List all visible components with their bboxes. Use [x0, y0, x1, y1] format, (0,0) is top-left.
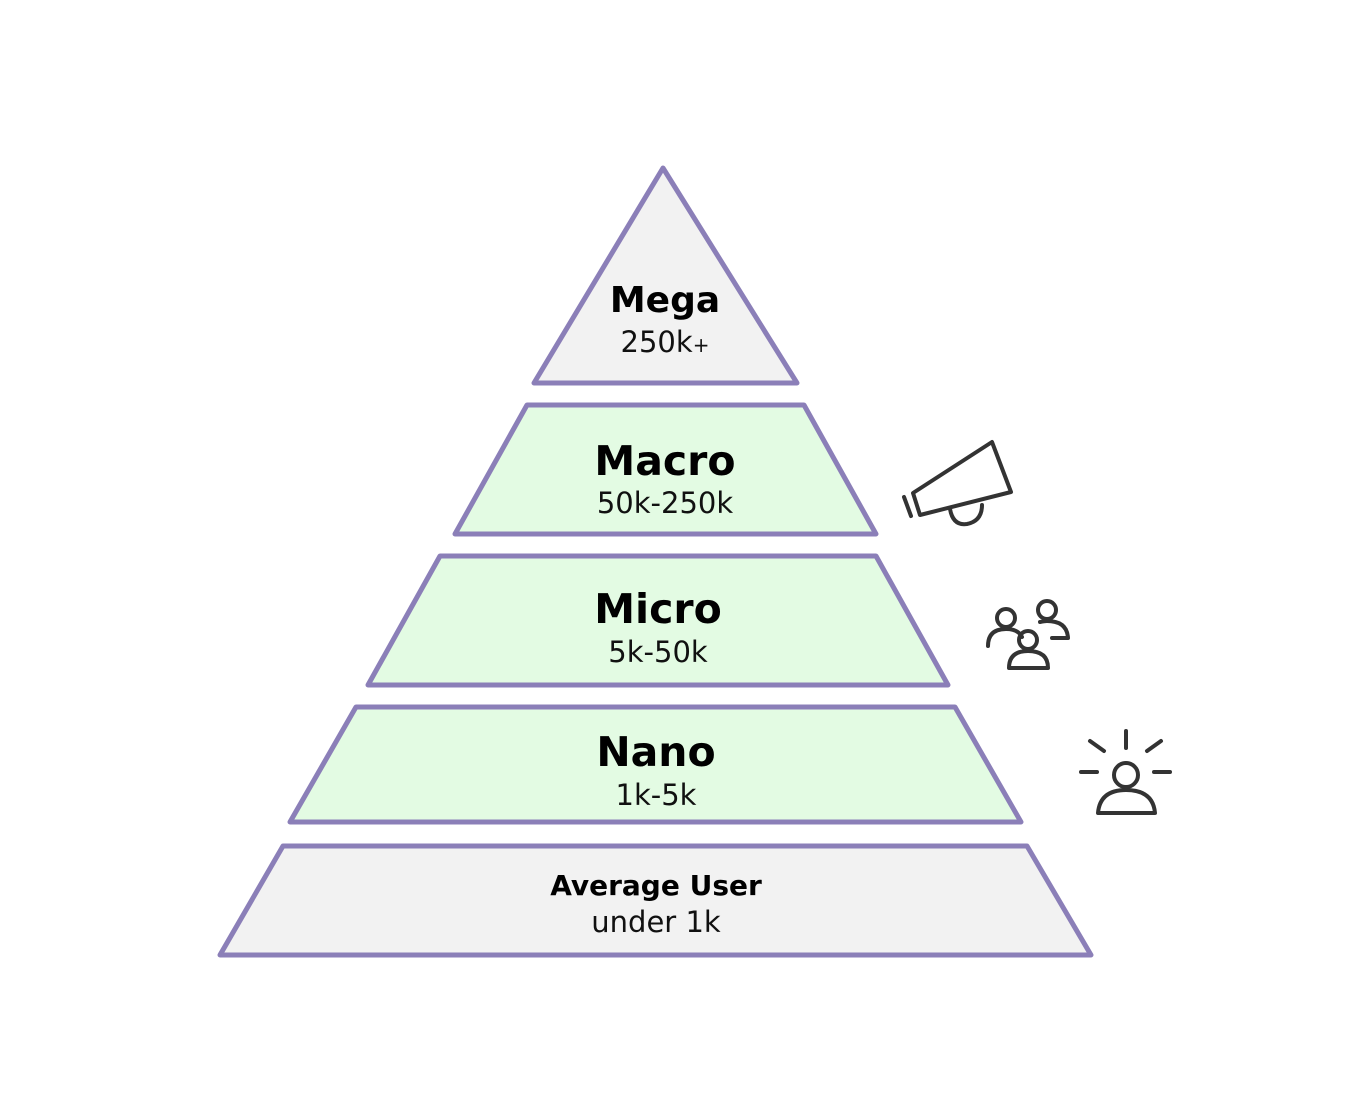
tier-mega-shape	[531, 165, 800, 386]
tier-macro-shape	[452, 402, 879, 537]
tier-macro: Macro 50k-250k	[452, 402, 879, 537]
tier-mega: Mega 250k+	[531, 165, 800, 386]
tier-mega-range: 250k+	[621, 325, 710, 359]
tier-macro-range: 50k-250k	[597, 486, 734, 520]
person-spotlight-icon	[1079, 729, 1172, 815]
tier-micro-range: 5k-50k	[608, 635, 708, 669]
megaphone-icon	[902, 440, 1013, 527]
people-group-icon	[986, 599, 1070, 670]
tier-average-user-name: Average User	[550, 869, 762, 902]
tier-micro-shape	[365, 553, 951, 688]
tier-nano-name: Nano	[596, 728, 715, 776]
tier-macro-name: Macro	[594, 437, 735, 485]
tier-mega-range-suffix: +	[693, 333, 710, 357]
tier-nano: Nano 1k-5k	[287, 704, 1024, 825]
tier-average-user: Average User under 1k	[217, 843, 1094, 958]
tier-average-user-range: under 1k	[591, 905, 721, 939]
tier-nano-shape	[287, 704, 1024, 825]
tier-nano-range: 1k-5k	[616, 778, 697, 812]
tier-mega-name: Mega	[610, 280, 720, 321]
tier-micro: Micro 5k-50k	[365, 553, 951, 688]
tier-average-user-shape	[217, 843, 1094, 958]
tier-micro-name: Micro	[594, 585, 722, 633]
